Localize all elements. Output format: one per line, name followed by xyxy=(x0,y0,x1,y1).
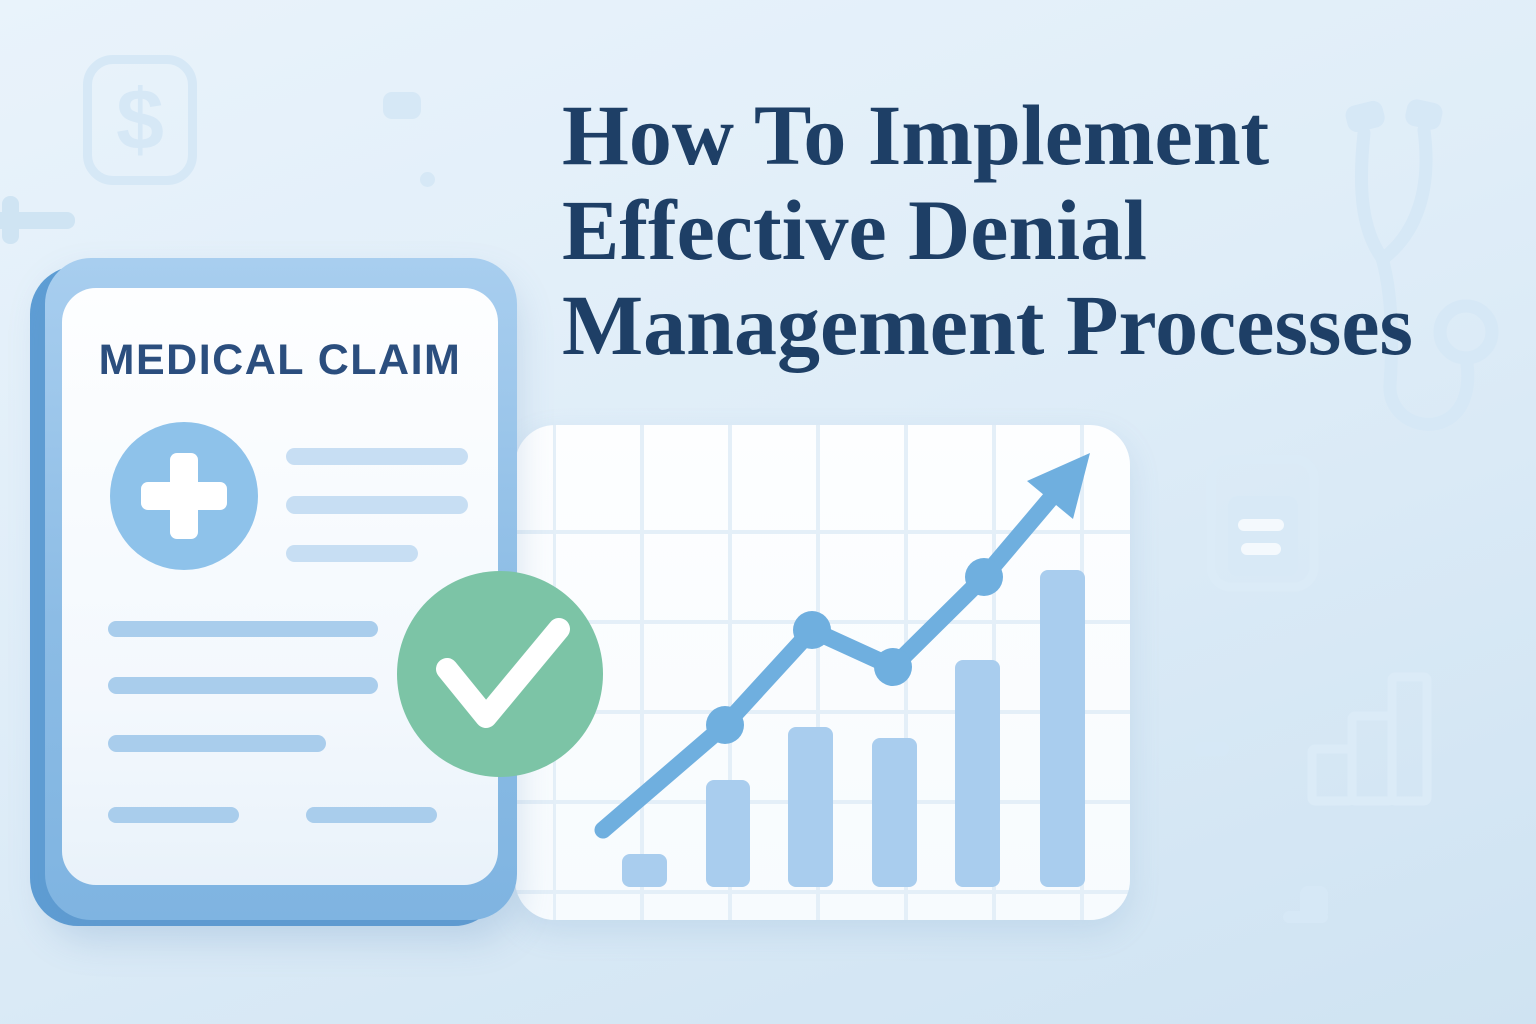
claim-body-line xyxy=(108,621,378,637)
medical-claim-title: MEDICAL CLAIM xyxy=(98,336,462,384)
claim-meta-line xyxy=(286,545,418,562)
claim-body-line xyxy=(108,735,326,752)
trend-point xyxy=(706,706,744,744)
approved-check-icon xyxy=(397,571,603,777)
dollar-glyph: $ xyxy=(116,71,164,168)
document-icon xyxy=(1206,455,1319,592)
trend-point xyxy=(965,558,1003,596)
growth-chart-card xyxy=(515,425,1130,920)
claim-body-line xyxy=(306,807,437,823)
title-line-2: Effective Denial xyxy=(562,182,1148,278)
dash-shape xyxy=(1195,742,1229,756)
dot-shape xyxy=(420,172,435,187)
stethoscope-icon xyxy=(1345,99,1499,431)
bar-chart-icon xyxy=(1307,672,1432,806)
dollar-icon: $ xyxy=(83,55,197,185)
medical-cross-icon xyxy=(170,453,198,539)
plus-icon xyxy=(2,196,19,244)
trend-point xyxy=(793,611,831,649)
chart-bar xyxy=(622,854,667,887)
corner-shape xyxy=(1283,911,1328,923)
chart-bar xyxy=(955,660,1000,887)
medical-cross-icon xyxy=(110,422,258,570)
chart-bar xyxy=(872,738,917,887)
pill-shape xyxy=(383,92,421,119)
trend-line-arrow xyxy=(594,453,1090,839)
title-line-3: Management Processes xyxy=(562,277,1414,373)
medical-claim-paper: MEDICAL CLAIM xyxy=(62,288,498,885)
claim-body-line xyxy=(108,807,239,823)
medical-claim-card: MEDICAL CLAIM xyxy=(45,258,517,920)
title-line-1: How To Implement xyxy=(562,87,1270,183)
trend-point xyxy=(874,648,912,686)
chart-bar xyxy=(1040,570,1085,887)
chart-bar xyxy=(788,727,833,887)
claim-body-line xyxy=(108,677,378,694)
claim-meta-line xyxy=(286,448,468,465)
claim-meta-line xyxy=(286,496,468,514)
page-title: How To Implement Effective Denial Manage… xyxy=(562,88,1462,373)
chart-bar xyxy=(706,780,750,887)
